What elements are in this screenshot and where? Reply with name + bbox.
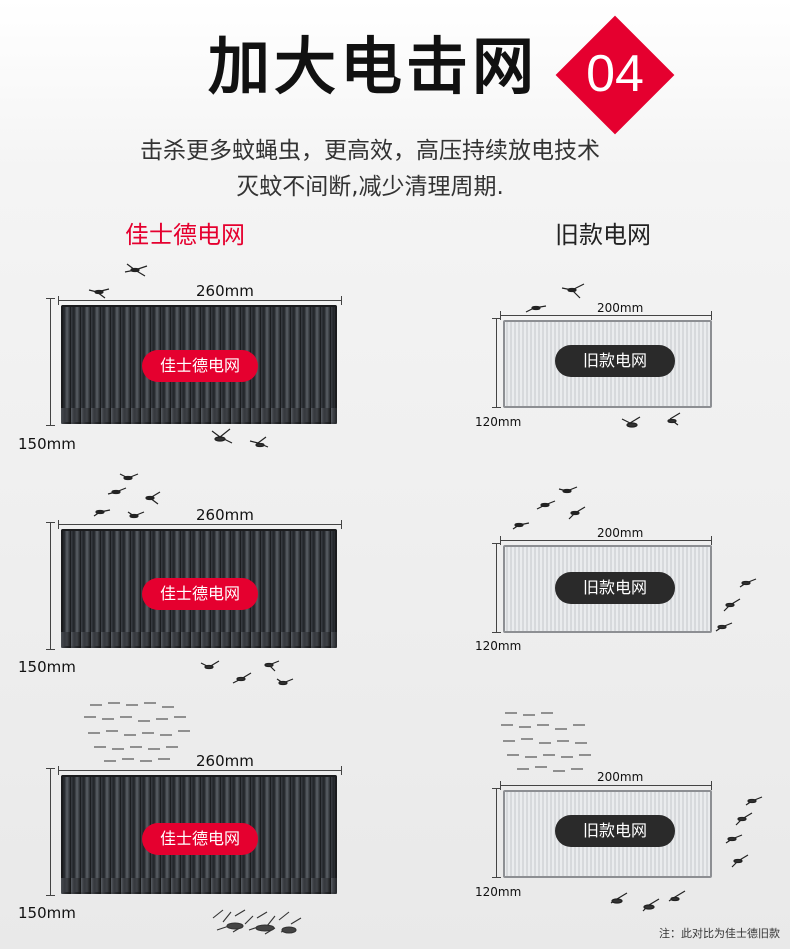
section-number-badge: 04 — [555, 15, 675, 135]
new-width-label: 260mm — [196, 282, 254, 300]
old-height-label: 120mm — [475, 885, 522, 899]
mosquito-swarm — [525, 283, 585, 313]
mosquito-swarm — [621, 412, 681, 428]
old-height-label: 120mm — [475, 415, 522, 429]
mosquito-swarm — [200, 660, 294, 686]
mosquito-swarm — [725, 796, 763, 868]
new-height-label: 150mm — [18, 658, 76, 676]
footnote: 注：此对比为佳士德旧款 — [659, 927, 780, 940]
old-grid-pill: 旧款电网 — [555, 572, 675, 604]
new-grid-pill: 佳士德电网 — [142, 350, 258, 382]
height-dimension-line — [46, 298, 55, 426]
new-height-label: 150mm — [18, 435, 76, 453]
page-title: 加大电击网 — [208, 30, 539, 103]
height-dimension-line — [46, 768, 55, 896]
mosquito-swarm — [501, 712, 591, 772]
new-column-heading: 佳士德电网 — [125, 221, 245, 249]
old-width-label: 200mm — [597, 770, 644, 784]
new-grid-pill: 佳士德电网 — [142, 823, 258, 855]
new-height-label: 150mm — [18, 904, 76, 922]
width-dimension-line — [58, 296, 342, 305]
mosquito-swarm — [211, 428, 269, 448]
width-dimension-line — [500, 536, 712, 545]
old-grid-pill: 旧款电网 — [555, 345, 675, 377]
old-electric-grid — [503, 545, 712, 633]
new-width-label: 260mm — [196, 506, 254, 524]
width-dimension-line — [58, 766, 342, 775]
new-width-label: 260mm — [196, 752, 254, 770]
mosquito-swarm — [610, 890, 686, 912]
height-dimension-line — [492, 318, 501, 408]
mosquito-swarm — [512, 486, 586, 530]
mosquito-swarm — [715, 578, 757, 632]
old-width-label: 200mm — [597, 526, 644, 540]
old-grid-pill: 旧款电网 — [555, 815, 675, 847]
subtitle-line-1: 击杀更多蚊蝇虫，更高效，高压持续放电技术 — [140, 138, 600, 164]
height-dimension-line — [492, 788, 501, 878]
old-width-label: 200mm — [597, 301, 644, 315]
width-dimension-line — [500, 781, 712, 790]
subtitle-line-2: 灭蚊不间断,减少清理周期. — [236, 174, 504, 200]
width-dimension-line — [58, 520, 342, 529]
old-height-label: 120mm — [475, 639, 522, 653]
dead-mosquito-pile — [212, 909, 302, 935]
mosquito-swarm — [93, 473, 161, 519]
height-dimension-line — [46, 522, 55, 650]
section-number: 04 — [586, 45, 644, 103]
height-dimension-line — [492, 543, 501, 633]
mosquito-swarm — [88, 263, 148, 299]
old-column-heading: 旧款电网 — [555, 221, 651, 249]
mosquito-swarm — [84, 702, 190, 762]
width-dimension-line — [500, 311, 712, 320]
new-grid-pill: 佳士德电网 — [142, 578, 258, 610]
